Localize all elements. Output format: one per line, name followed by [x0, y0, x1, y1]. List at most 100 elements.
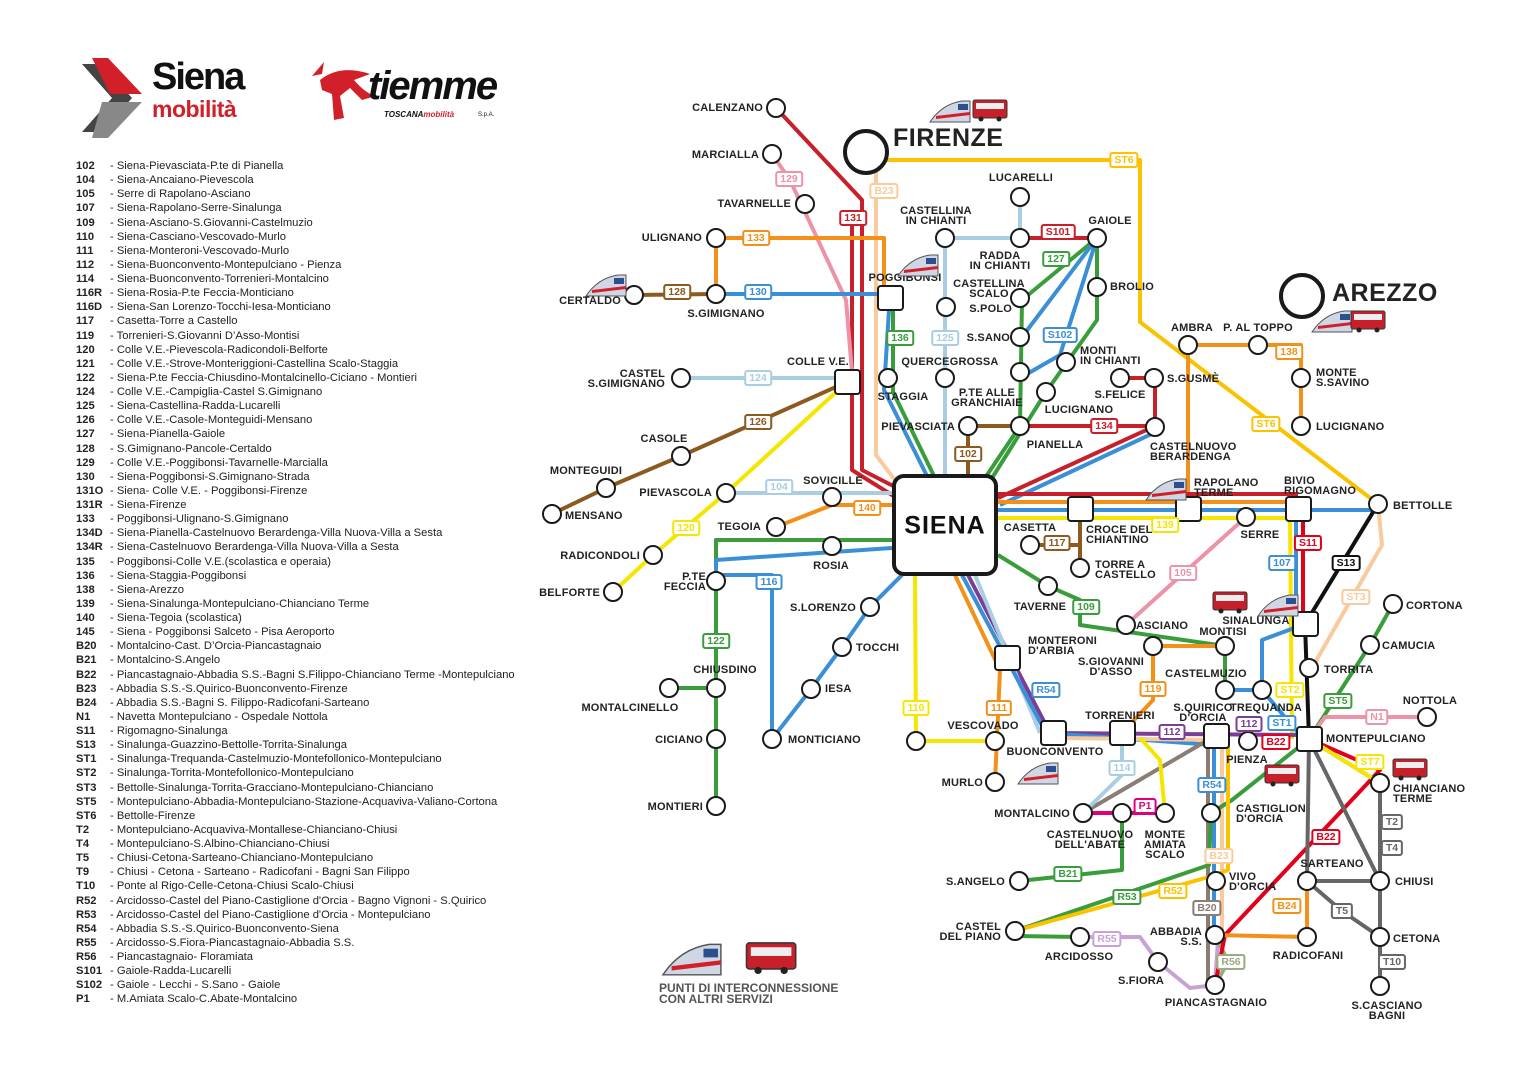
route-badge[interactable]: 110	[902, 700, 930, 716]
station-marker[interactable]	[643, 545, 663, 565]
station-marker[interactable]	[936, 297, 956, 317]
station-marker[interactable]	[1370, 927, 1390, 947]
station-marker[interactable]	[801, 679, 821, 699]
station-marker[interactable]	[1215, 680, 1235, 700]
station-marker[interactable]	[1215, 636, 1235, 656]
station-marker[interactable]	[1010, 187, 1030, 207]
route-badge[interactable]: 107	[1268, 555, 1296, 571]
route-badge[interactable]: 112	[1158, 724, 1186, 740]
route-badge[interactable]: 116	[755, 574, 783, 590]
station-marker[interactable]	[1206, 871, 1226, 891]
station-marker[interactable]	[659, 678, 679, 698]
station-marker[interactable]	[542, 504, 562, 524]
station-marker[interactable]	[1112, 803, 1132, 823]
station-marker[interactable]	[1038, 576, 1058, 596]
route-badge[interactable]: 134	[1090, 418, 1118, 434]
route-badge[interactable]: 126	[744, 414, 772, 430]
station-marker[interactable]	[1010, 327, 1030, 347]
station-marker[interactable]	[822, 487, 842, 507]
station-marker[interactable]	[985, 772, 1005, 792]
route-badge[interactable]: B23	[1204, 848, 1234, 864]
station-marker[interactable]	[832, 637, 852, 657]
station-marker[interactable]	[1010, 288, 1030, 308]
route-badge[interactable]: 127	[1042, 251, 1070, 267]
station-marker[interactable]	[958, 416, 978, 436]
station-marker[interactable]	[671, 446, 691, 466]
station-marker[interactable]	[993, 645, 1021, 671]
route-badge[interactable]: 140	[853, 500, 881, 516]
station-marker[interactable]	[1205, 975, 1225, 995]
route-badge[interactable]: B24	[1272, 898, 1302, 914]
route-badge[interactable]: R55	[1092, 931, 1122, 947]
route-badge[interactable]: 131	[839, 210, 867, 226]
station-marker[interactable]	[1297, 927, 1317, 947]
route-badge[interactable]: 117	[1043, 535, 1071, 551]
station-marker[interactable]	[1178, 335, 1198, 355]
station-marker[interactable]	[1070, 927, 1090, 947]
station-marker[interactable]	[1201, 803, 1221, 823]
station-marker[interactable]	[1039, 720, 1067, 746]
station-marker[interactable]	[1205, 925, 1225, 945]
station-marker[interactable]	[1087, 228, 1107, 248]
route-badge[interactable]: R52	[1158, 883, 1188, 899]
route-badge[interactable]: S11	[1293, 535, 1323, 551]
station-marker[interactable]	[1299, 658, 1319, 678]
station-marker[interactable]	[762, 729, 782, 749]
route-badge[interactable]: R54	[1031, 682, 1061, 698]
route-badge[interactable]: T5	[1330, 903, 1354, 919]
route-badge[interactable]: 102	[954, 446, 982, 462]
route-badge[interactable]: 119	[1139, 681, 1167, 697]
station-marker[interactable]	[795, 194, 815, 214]
station-marker[interactable]	[1148, 952, 1168, 972]
route-badge[interactable]: 139	[1151, 517, 1179, 533]
station-marker[interactable]	[1368, 494, 1388, 514]
station-marker[interactable]	[1010, 416, 1030, 436]
station-marker[interactable]	[1284, 496, 1312, 522]
station-marker[interactable]	[596, 478, 616, 498]
station-marker[interactable]	[985, 731, 1005, 751]
route-badge[interactable]: T10	[1377, 954, 1407, 970]
route-badge[interactable]: 105	[1169, 565, 1197, 581]
station-marker[interactable]	[762, 144, 782, 164]
route-badge[interactable]: T2	[1380, 814, 1404, 830]
station-marker[interactable]	[1036, 382, 1056, 402]
station-marker[interactable]	[1108, 720, 1136, 746]
route-badge[interactable]: 130	[744, 284, 772, 300]
route-badge[interactable]: ST6	[1109, 152, 1139, 168]
route-badge[interactable]: N1	[1365, 709, 1389, 725]
route-badge[interactable]: 124	[744, 370, 772, 386]
station-marker[interactable]	[766, 517, 786, 537]
route-badge[interactable]: 125	[931, 330, 959, 346]
station-marker[interactable]	[1202, 723, 1230, 749]
station-marker[interactable]	[1009, 871, 1029, 891]
station-siena-hub[interactable]	[892, 474, 998, 576]
station-marker[interactable]	[1297, 871, 1317, 891]
station-marker[interactable]	[843, 129, 889, 175]
route-badge[interactable]: 136	[886, 330, 914, 346]
route-badge[interactable]: 120	[672, 520, 700, 536]
station-marker[interactable]	[1370, 976, 1390, 996]
route-badge[interactable]: B21	[1053, 866, 1083, 882]
station-marker[interactable]	[1066, 496, 1094, 522]
station-marker[interactable]	[706, 678, 726, 698]
station-marker[interactable]	[876, 285, 904, 311]
route-badge[interactable]: ST6	[1251, 416, 1281, 432]
station-marker[interactable]	[1020, 535, 1040, 555]
station-marker[interactable]	[706, 571, 726, 591]
route-badge[interactable]: ST2	[1275, 682, 1305, 698]
station-marker[interactable]	[935, 368, 955, 388]
route-badge[interactable]: 109	[1072, 599, 1100, 615]
route-badge[interactable]: P1	[1133, 798, 1157, 814]
route-badge[interactable]: 138	[1275, 344, 1303, 360]
route-badge[interactable]: R53	[1112, 889, 1142, 905]
station-marker[interactable]	[1291, 416, 1311, 436]
station-marker[interactable]	[1144, 368, 1164, 388]
route-badge[interactable]: R54	[1197, 777, 1227, 793]
station-marker[interactable]	[1370, 773, 1390, 793]
station-marker[interactable]	[1143, 636, 1163, 656]
station-marker[interactable]	[1087, 277, 1107, 297]
station-stop[interactable]	[906, 731, 926, 751]
station-marker[interactable]	[1295, 726, 1323, 752]
route-badge[interactable]: T4	[1380, 840, 1404, 856]
route-badge[interactable]: S13	[1331, 555, 1361, 571]
